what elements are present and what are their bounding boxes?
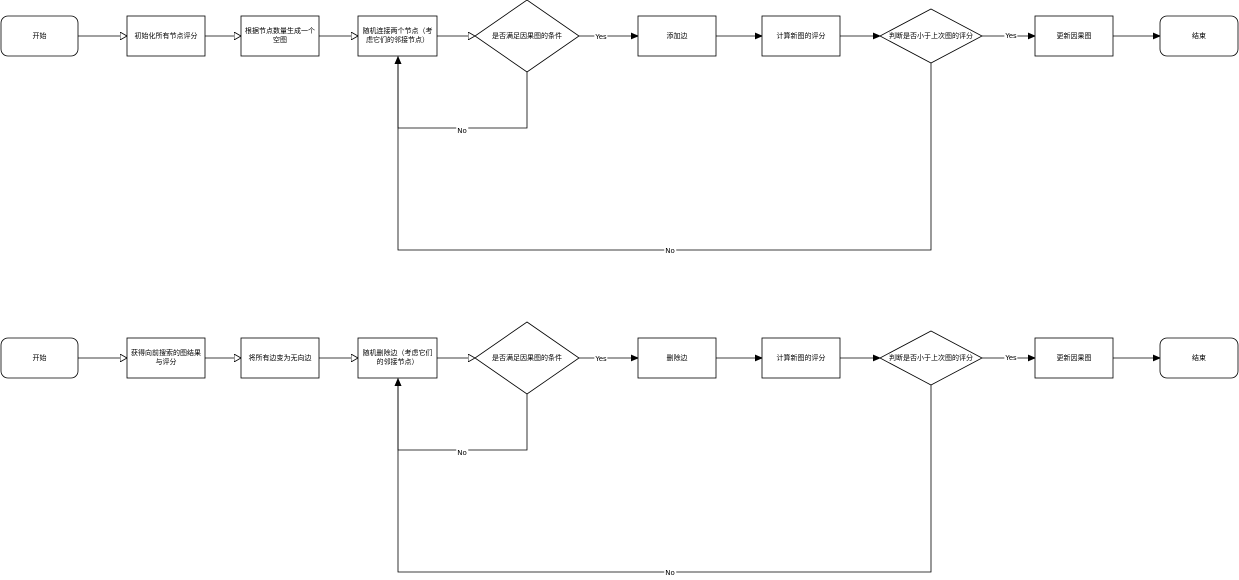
flow2-step2-box[interactable] bbox=[240, 337, 320, 379]
flow1-step2-box[interactable] bbox=[240, 15, 320, 57]
flow2-step6-box[interactable] bbox=[1034, 337, 1114, 379]
flow1-start-label: 开始 bbox=[32, 31, 47, 40]
flow2-step1-box[interactable] bbox=[126, 337, 206, 379]
flow2-step4-box[interactable] bbox=[637, 337, 717, 379]
flow1-step4-box[interactable] bbox=[637, 15, 717, 57]
flow2-end-terminal[interactable] bbox=[1159, 337, 1239, 379]
flow2-step5-box[interactable] bbox=[761, 337, 841, 379]
flow1-step4-label: 添加边 bbox=[666, 31, 688, 40]
flow2-end-label: 结束 bbox=[1192, 353, 1206, 362]
flow2-edge-decision2-no-loop bbox=[398, 379, 932, 573]
flow1-edge-decision2-no-loop bbox=[398, 57, 932, 251]
flow1-decision2-label: 判断是否小于上次图的评分 bbox=[889, 31, 973, 40]
flow1-no-label-1: No bbox=[456, 127, 468, 135]
flow2-no-label-1: No bbox=[456, 449, 468, 457]
flow1-step3-box[interactable] bbox=[357, 15, 438, 57]
flow1-step6-box[interactable] bbox=[1034, 15, 1114, 57]
flow2-step3-label: 随机删除边（考虑它们的邻接节点） bbox=[362, 349, 433, 366]
flow2-yes-label-1: Yes bbox=[594, 355, 608, 363]
flow2-yes-label-2: Yes bbox=[1004, 354, 1018, 362]
flow1-decision1-diamond[interactable] bbox=[474, 0, 580, 73]
flow2-decision2-diamond[interactable] bbox=[879, 330, 983, 386]
flow1-no-label-2: No bbox=[664, 247, 676, 255]
flow1-decision1-label: 是否满足因果图的条件 bbox=[492, 31, 562, 40]
flow2-step3-box[interactable] bbox=[357, 337, 438, 379]
flow2-decision2-label: 判断是否小于上次图的评分 bbox=[889, 353, 973, 362]
flow2-no-label-2: No bbox=[664, 569, 676, 577]
flow1-edge-decision1-no-loop bbox=[398, 57, 528, 129]
flow2-edge-decision1-no-loop bbox=[398, 379, 528, 451]
flow1-step1-box[interactable] bbox=[126, 15, 206, 57]
flow2-step1-label: 获得向前搜索的图结果与评分 bbox=[131, 349, 201, 366]
flow2-start-terminal[interactable] bbox=[0, 337, 79, 379]
flow1-step2-label: 根据节点数量生成一个空图 bbox=[245, 27, 315, 44]
flow2-start-label: 开始 bbox=[32, 353, 47, 362]
flow2-decision1-label: 是否满足因果图的条件 bbox=[492, 353, 562, 362]
flow1-step3-label: 随机连接两个节点（考虑它们的邻接节点） bbox=[362, 27, 433, 44]
flow1-step1-label: 初始化所有节点评分 bbox=[134, 31, 198, 40]
flow2-step6-label: 更新因果图 bbox=[1056, 353, 1092, 362]
flow2-decision1-diamond[interactable] bbox=[474, 321, 580, 395]
flow1-yes-label-1: Yes bbox=[594, 33, 608, 41]
flow1-step5-box[interactable] bbox=[761, 15, 841, 57]
flow1-step5-label: 计算新图的评分 bbox=[776, 31, 826, 40]
flow1-end-terminal[interactable] bbox=[1159, 15, 1239, 57]
flow2-step2-label: 将所有边变为无向边 bbox=[248, 353, 312, 362]
flow2-step5-label: 计算新图的评分 bbox=[776, 353, 826, 362]
flow1-start-terminal[interactable] bbox=[0, 15, 79, 57]
flow1-step6-label: 更新因果图 bbox=[1056, 31, 1092, 40]
flow1-decision2-diamond[interactable] bbox=[879, 8, 983, 64]
flow2-step4-label: 删除边 bbox=[666, 353, 688, 362]
flow1-end-label: 结束 bbox=[1192, 31, 1206, 40]
flow1-yes-label-2: Yes bbox=[1004, 32, 1018, 40]
